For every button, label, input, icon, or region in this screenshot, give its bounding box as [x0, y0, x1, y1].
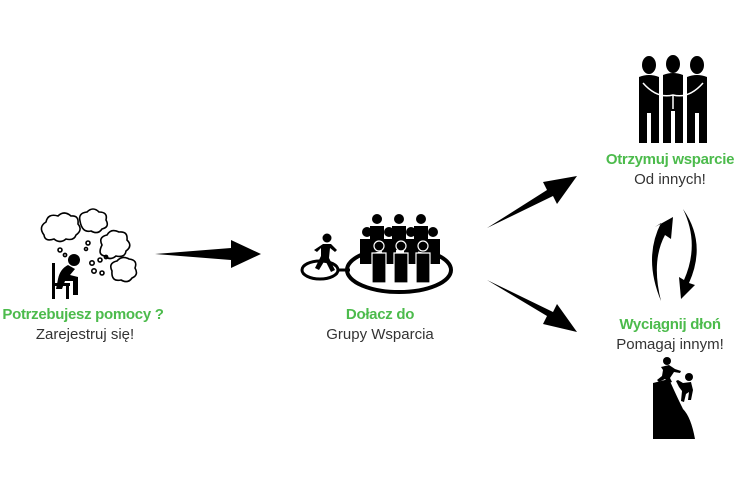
- arrow-up-right-icon: [487, 176, 577, 228]
- thinking-person-icon: [40, 208, 138, 299]
- step-receive-subtitle: Od innych!: [634, 171, 706, 188]
- step-need-help-title: Potrzebujesz pomocy ?: [2, 306, 164, 323]
- step-receive-title: Otrzymuj wsparcie: [605, 151, 735, 168]
- group-hug-icon: [639, 55, 707, 143]
- step-join-title: Dołacz do: [345, 306, 415, 323]
- step-need-help: Potrzebujesz pomocy ? Zarejestruj się!: [0, 205, 180, 345]
- step-join: Dołacz do Grupy Wsparcia: [290, 205, 470, 355]
- step-give-subtitle: Pomagaj innym!: [616, 336, 724, 353]
- arrow-right-icon: [155, 240, 261, 268]
- step-give: Wyciągnij dłoń Pomagaj innym!: [595, 315, 745, 445]
- climbers-helping-icon: [653, 357, 695, 439]
- cycle-arrows-icon: [652, 209, 697, 301]
- join-group-icon: [300, 214, 453, 294]
- step-join-subtitle: Grupy Wsparcia: [326, 326, 434, 343]
- arrow-down-right-icon: [487, 280, 577, 332]
- step-need-help-subtitle: Zarejestruj się!: [35, 326, 135, 343]
- step-receive: Otrzymuj wsparcie Od innych!: [595, 55, 745, 195]
- step-give-title: Wyciągnij dłoń: [619, 316, 721, 333]
